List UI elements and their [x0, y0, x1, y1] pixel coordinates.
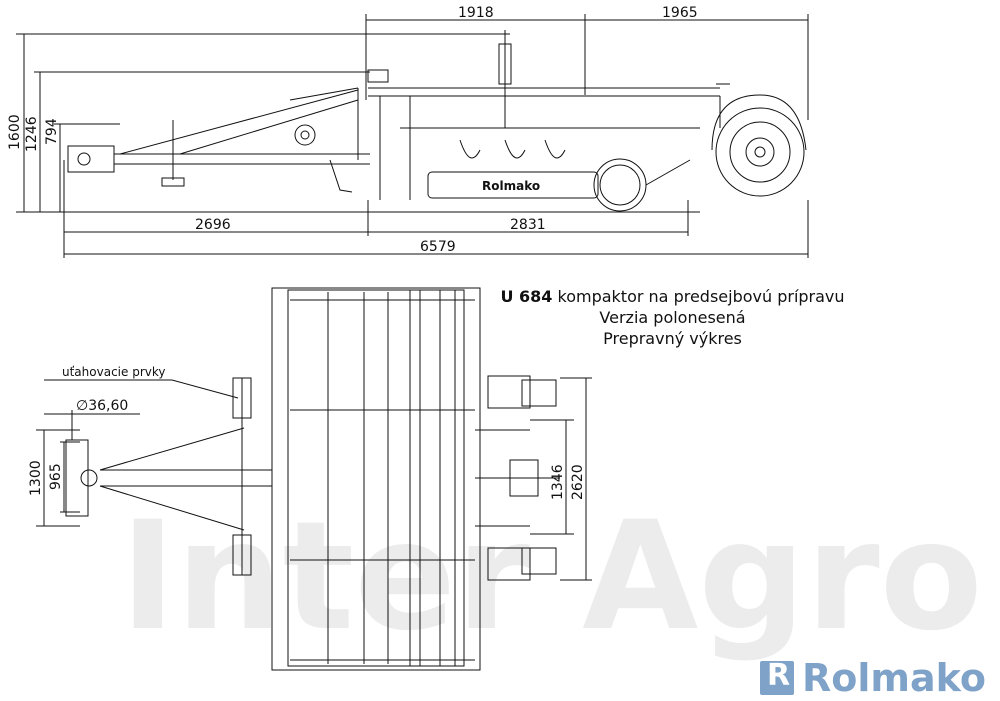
- dim-1346: 1346: [550, 464, 566, 500]
- dim-1918: 1918: [458, 5, 494, 21]
- watermark-text: Inter Agro: [120, 490, 983, 664]
- title-description: kompaktor na predsejbovú prípravu: [552, 287, 845, 306]
- model-code: U 684: [500, 287, 553, 306]
- diameter-label: ∅36,60: [76, 398, 128, 414]
- dim-2620: 2620: [570, 464, 586, 500]
- side-view: [16, 14, 809, 258]
- dim-794: 794: [44, 118, 60, 145]
- dim-965: 965: [48, 463, 64, 490]
- dim-1246: 1246: [24, 116, 40, 152]
- dim-2696: 2696: [195, 217, 231, 233]
- brand-logo: Rolmako: [760, 656, 986, 700]
- top-view: [36, 287, 592, 671]
- title-line-3: Prepravný výkres: [603, 329, 742, 348]
- title-line-1: U 684 kompaktor na predsejbovú prípravu: [480, 286, 865, 307]
- brand-name: Rolmako: [802, 656, 986, 700]
- machine-label: Rolmako: [482, 179, 540, 193]
- dim-6579: 6579: [420, 239, 456, 255]
- title-line-2: Verzia polonesená: [599, 308, 746, 327]
- dim-1965: 1965: [662, 5, 698, 21]
- callout-label: uťahovacie prvky: [62, 365, 165, 379]
- dim-2831: 2831: [510, 217, 546, 233]
- dim-1600: 1600: [7, 114, 23, 150]
- dim-1300: 1300: [28, 460, 44, 496]
- brand-logo-icon: [760, 658, 794, 695]
- drawing-title: U 684 kompaktor na predsejbovú prípravu …: [480, 286, 865, 349]
